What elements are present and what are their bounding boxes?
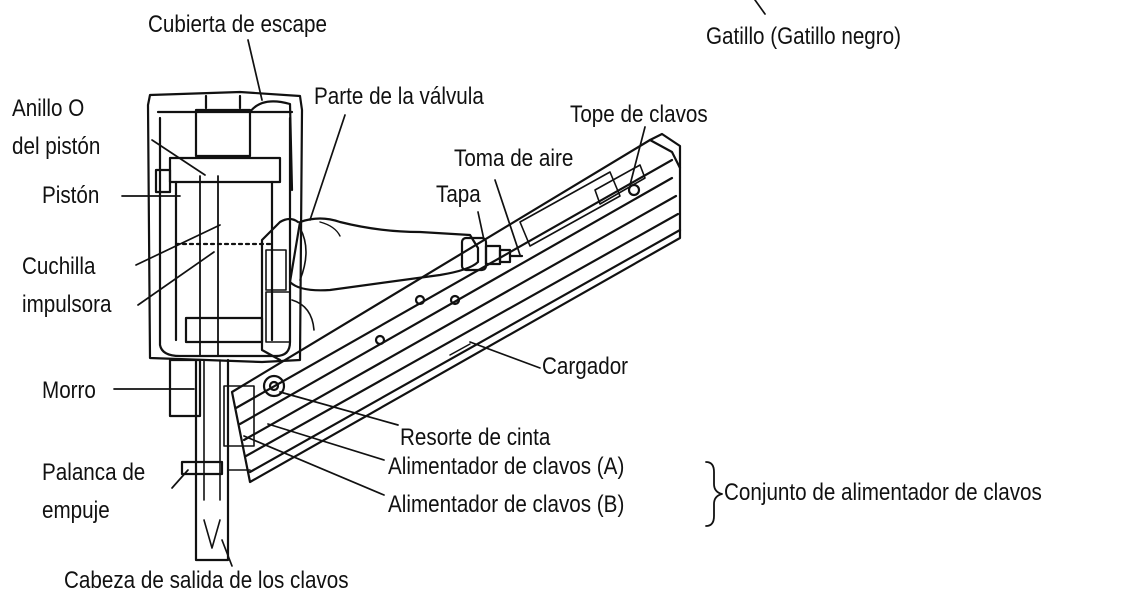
label-valve-part: Parte de la válvula bbox=[314, 83, 484, 110]
label-push-lever-1: Palanca de bbox=[42, 459, 146, 486]
label-piston-oring-2: del pistón bbox=[12, 133, 101, 160]
label-push-lever-2: empuje bbox=[42, 497, 110, 524]
label-spring: Resorte de cinta bbox=[400, 424, 551, 451]
label-piston-oring-1: Anillo O bbox=[12, 95, 85, 122]
label-cap: Tapa bbox=[436, 181, 481, 208]
tool-body-drawing bbox=[146, 90, 315, 364]
label-nail-outlet: Cabeza de salida de los clavos bbox=[64, 567, 349, 594]
label-nose: Morro bbox=[42, 377, 96, 404]
air-fitting-drawing bbox=[460, 236, 524, 272]
label-driver-blade-2: impulsora bbox=[22, 291, 112, 318]
label-trigger: Gatillo (Gatillo negro) bbox=[706, 23, 902, 50]
label-magazine: Cargador bbox=[542, 353, 629, 380]
label-nail-stopper: Tope de clavos bbox=[570, 101, 708, 128]
label-driver-blade-1: Cuchilla bbox=[22, 253, 96, 280]
label-feeder-a: Alimentador de clavos (A) bbox=[388, 453, 625, 480]
nose-drawing bbox=[168, 358, 286, 562]
label-air-intake: Toma de aire bbox=[454, 145, 574, 172]
leader-lines bbox=[113, 0, 766, 567]
label-feeder-assembly: Conjunto de alimentador de clavos bbox=[724, 479, 1042, 506]
magazine-drawing bbox=[230, 132, 682, 484]
label-exhaust-cover: Cubierta de escape bbox=[148, 11, 328, 38]
label-feeder-b: Alimentador de clavos (B) bbox=[388, 491, 625, 518]
label-piston: Pistón bbox=[42, 182, 100, 209]
brace-shape bbox=[705, 461, 723, 527]
